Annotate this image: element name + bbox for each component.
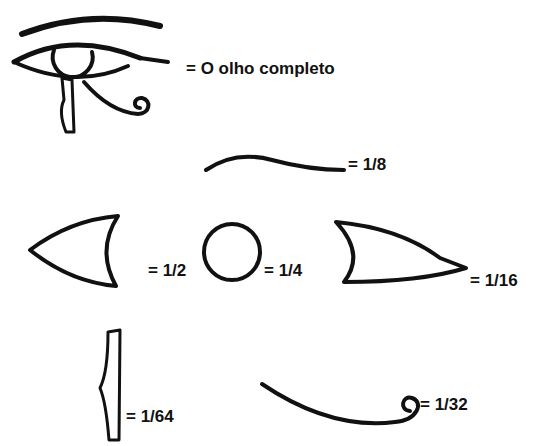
fraction-label: = 1/32 bbox=[420, 396, 468, 415]
pupil-piece bbox=[204, 224, 260, 280]
fraction-label: = 1/16 bbox=[470, 272, 518, 291]
right-corner-piece bbox=[336, 222, 466, 282]
fraction-label: = 1/8 bbox=[348, 156, 386, 175]
upper-lid bbox=[14, 45, 140, 62]
spiral-piece bbox=[262, 384, 418, 423]
vertical-piece bbox=[100, 330, 120, 440]
fraction-label: = 1/4 bbox=[264, 262, 302, 281]
eyebrow bbox=[22, 19, 160, 34]
eyebrow-piece bbox=[206, 157, 344, 170]
left-corner-piece bbox=[30, 216, 118, 286]
iris bbox=[53, 50, 93, 77]
fraction-label: = 1/2 bbox=[148, 262, 186, 281]
fraction-label: = 1/64 bbox=[126, 408, 174, 427]
lower-lid bbox=[14, 62, 128, 77]
teardrop-mark bbox=[61, 78, 74, 132]
eye-tail bbox=[140, 58, 168, 62]
spiral-mark bbox=[84, 82, 148, 114]
title-label: = O olho completo bbox=[186, 60, 335, 79]
